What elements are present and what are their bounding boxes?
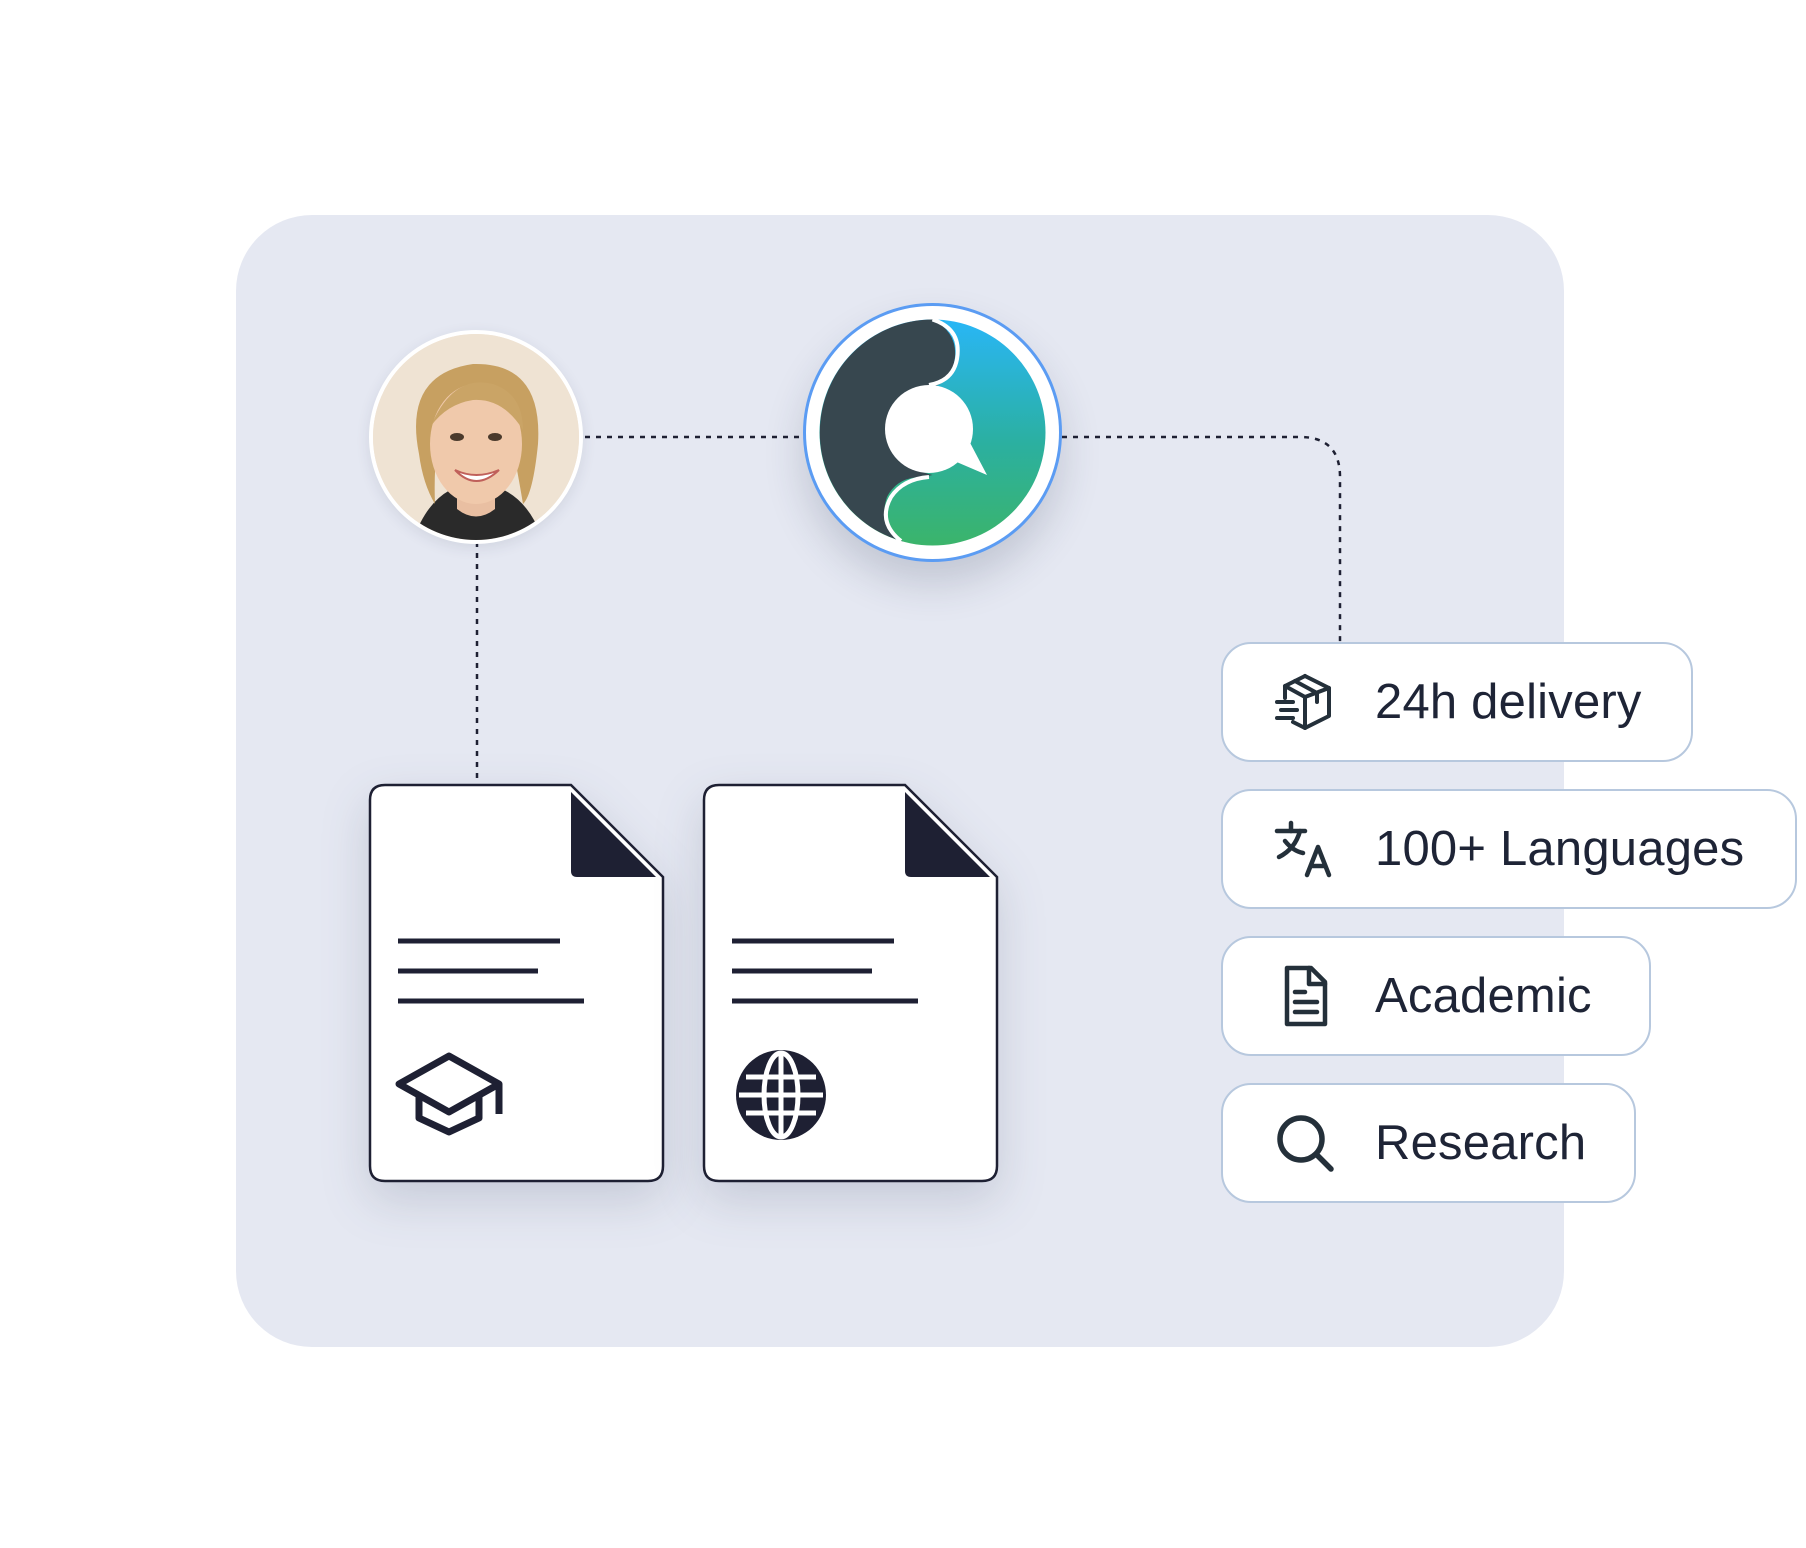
feature-label: 24h delivery <box>1375 675 1642 729</box>
brand-logo <box>803 303 1062 562</box>
translate-icon <box>1265 809 1345 889</box>
connector-logo-to-features <box>1062 435 1342 642</box>
document-icon <box>1265 956 1345 1036</box>
feature-pill-research: Research <box>1221 1083 1636 1203</box>
document-card <box>702 783 999 1183</box>
page-fold <box>905 792 990 877</box>
feature-pill-academic: Academic <box>1221 936 1651 1056</box>
feature-label: 100+ Languages <box>1375 822 1745 876</box>
globe-icon <box>736 1050 826 1140</box>
document-card <box>368 783 665 1183</box>
page-fold <box>571 792 656 877</box>
feature-pill-delivery: 24h delivery <box>1221 642 1693 762</box>
avatar <box>369 330 583 544</box>
feature-label: Research <box>1375 1116 1587 1170</box>
feature-pill-languages: 100+ Languages <box>1221 789 1797 909</box>
feature-label: Academic <box>1375 969 1592 1023</box>
speech-bubble-logo-icon <box>819 317 1046 546</box>
search-icon <box>1265 1103 1345 1183</box>
fast-delivery-box-icon <box>1265 662 1345 742</box>
graduation-cap-icon <box>395 1052 503 1136</box>
